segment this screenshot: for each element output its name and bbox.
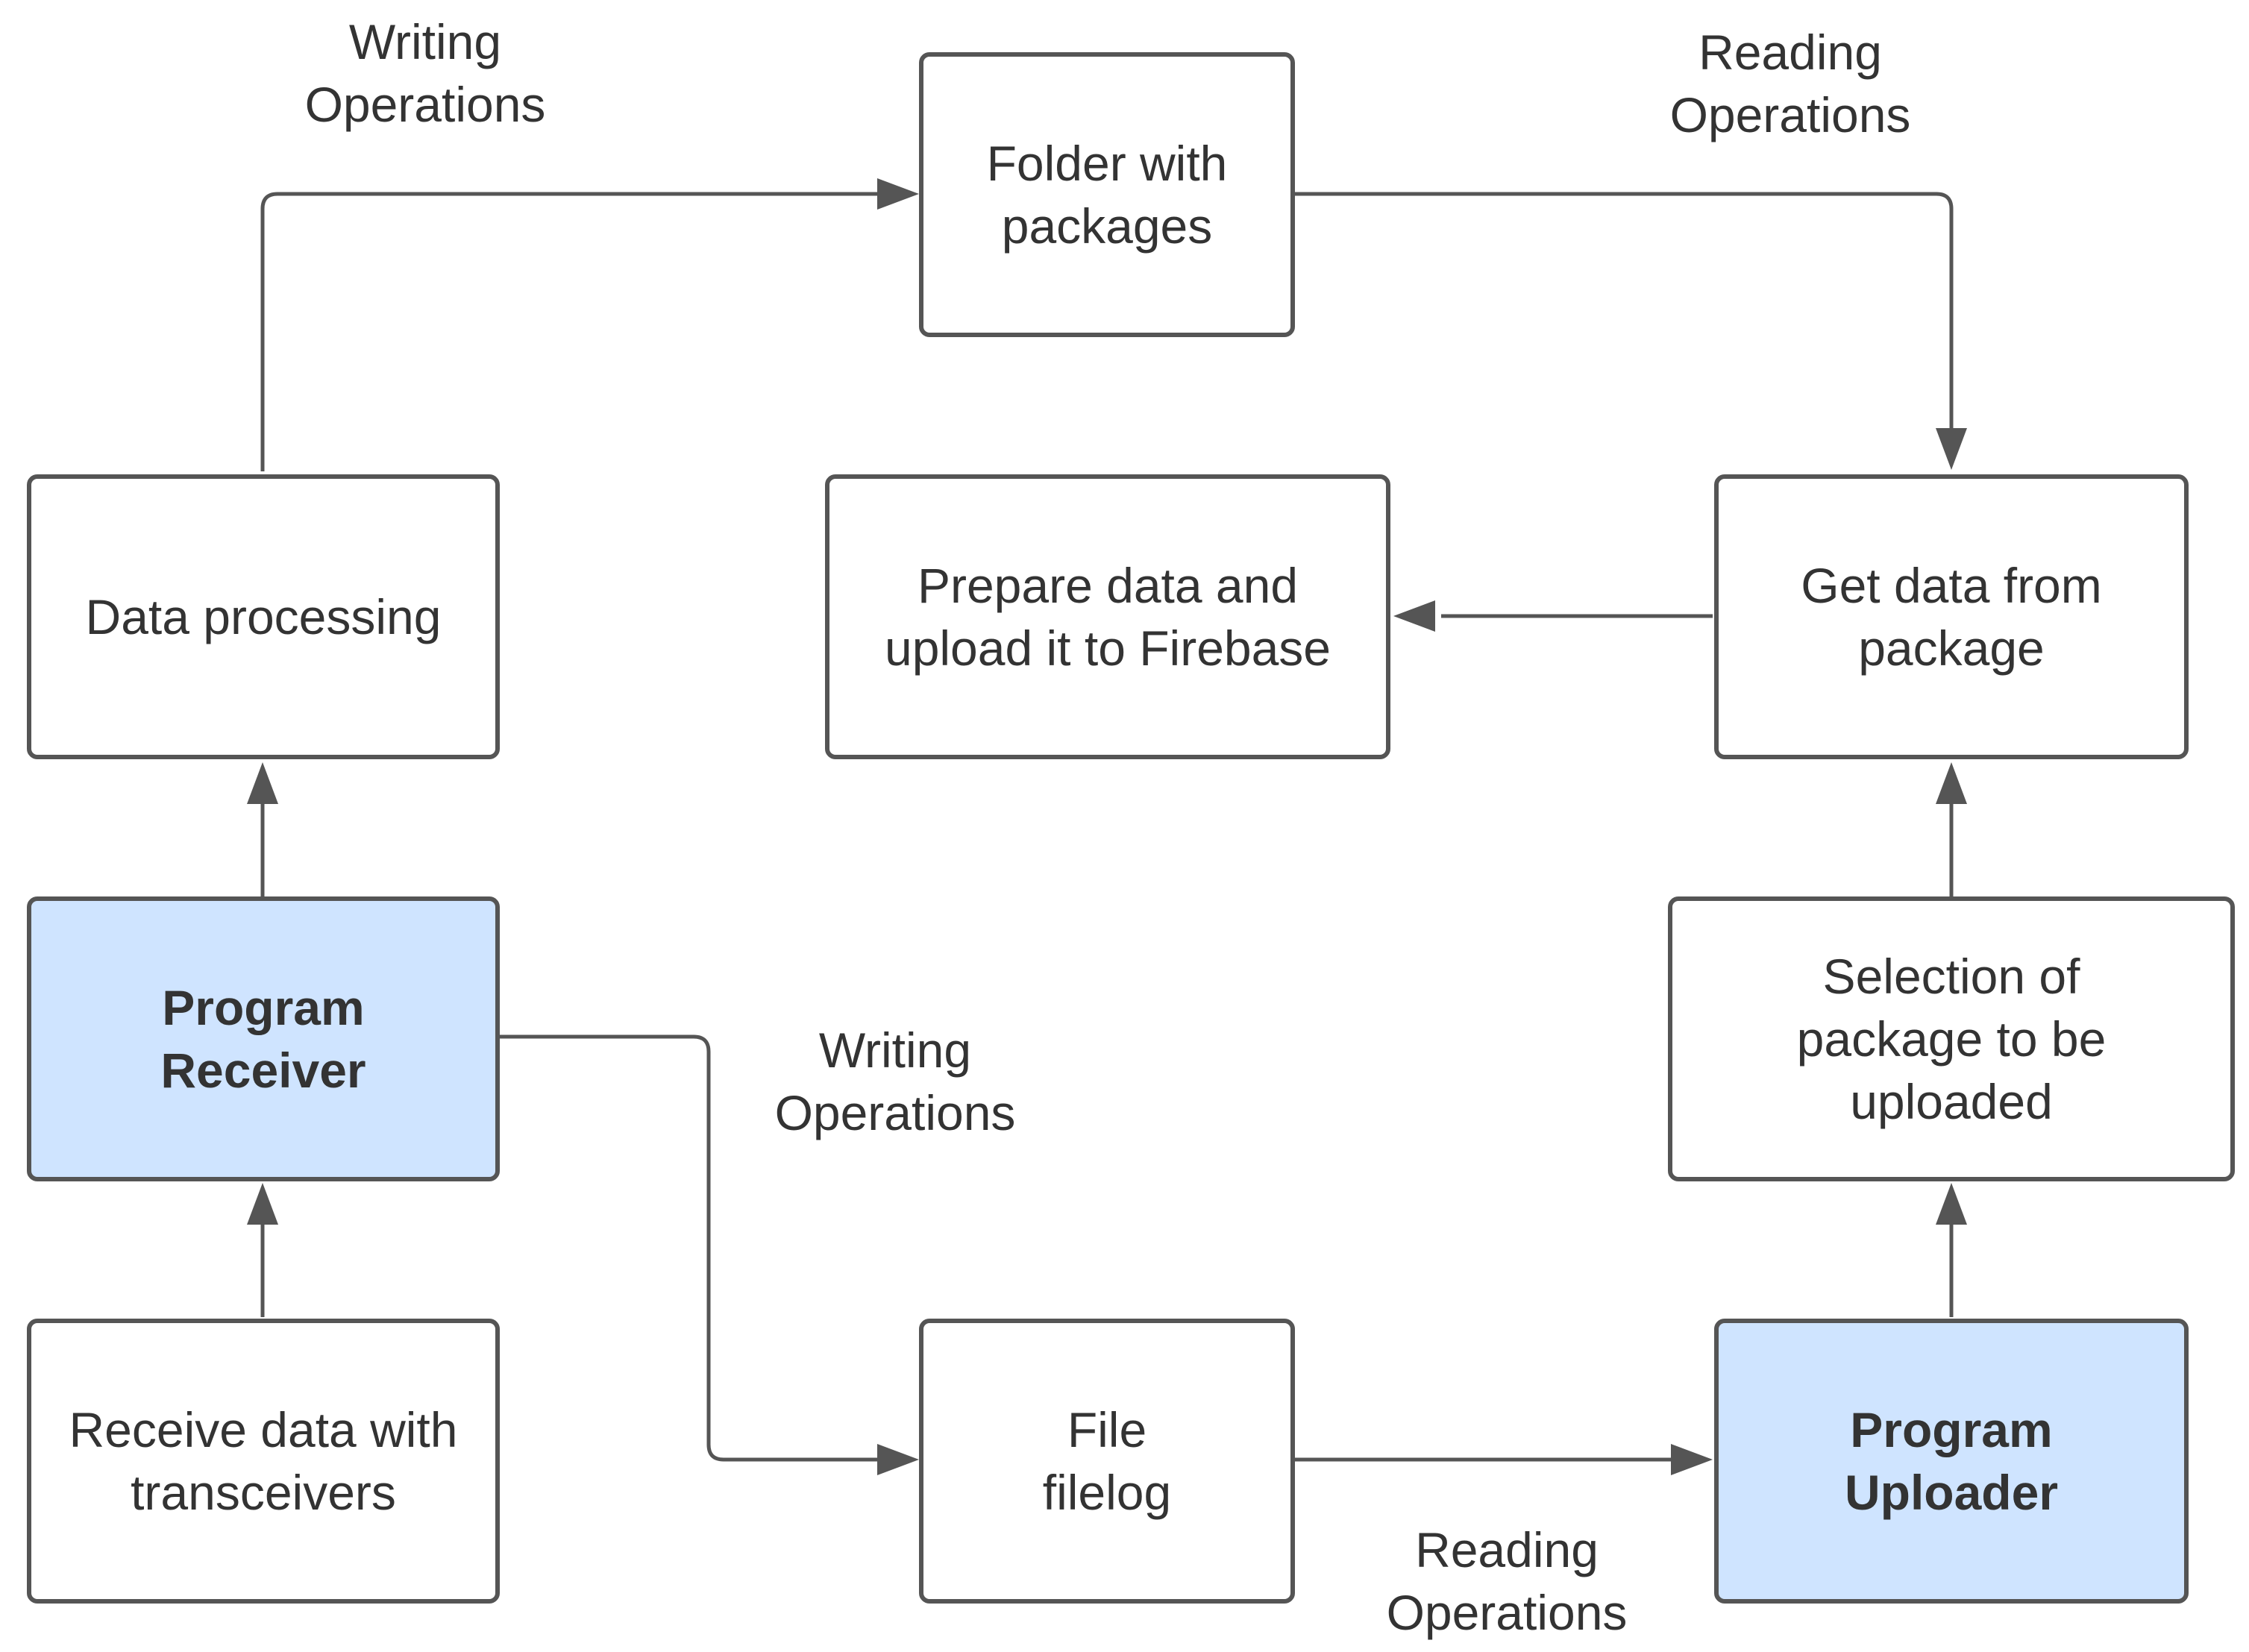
- edge-label-reading-bottom: Reading Operations: [1350, 1518, 1663, 1644]
- node-get-data-line2: package: [1858, 621, 2045, 676]
- edge-label-reading-top-line2: Operations: [1669, 87, 1911, 142]
- arrowhead-into-folder: [877, 178, 919, 210]
- arrowhead-into-receiver: [247, 1183, 278, 1225]
- node-prepare-line2: upload it to Firebase: [884, 621, 1331, 676]
- node-program-uploader: Program Uploader: [1714, 1319, 2189, 1604]
- edge-label-reading-bottom-line1: Reading: [1415, 1522, 1599, 1577]
- node-selection-of-package: Selection of package to be uploaded: [1668, 896, 2235, 1181]
- arrowhead-into-get-data-bottom: [1936, 762, 1967, 804]
- node-receiver-line2: Receiver: [160, 1043, 366, 1098]
- node-program-receiver: Program Receiver: [27, 896, 500, 1181]
- node-file-filelog: File filelog: [919, 1319, 1295, 1604]
- node-receive-data: Receive data with transceivers: [27, 1319, 500, 1604]
- node-folder-with-packages: Folder with packages: [919, 52, 1295, 337]
- node-folder-line2: packages: [1001, 198, 1213, 254]
- node-receive-line1: Receive data with: [69, 1402, 458, 1457]
- edge-label-writing-top: Writing Operations: [269, 10, 582, 136]
- node-receiver-line1: Program: [162, 980, 365, 1035]
- edge-receiver-to-filelog: [500, 1034, 880, 1462]
- edge-label-writing-mid-line2: Operations: [774, 1085, 1016, 1140]
- node-folder-line1: Folder with: [986, 136, 1228, 191]
- node-get-data-line1: Get data from: [1801, 558, 2102, 613]
- edge-label-reading-bottom-line2: Operations: [1386, 1585, 1628, 1640]
- node-uploader-line1: Program: [1850, 1402, 2053, 1457]
- edge-label-writing-mid-line1: Writing: [818, 1023, 972, 1078]
- edge-folder-to-get-data: [1295, 192, 1954, 431]
- node-prepare-and-upload: Prepare data and upload it to Firebase: [825, 474, 1390, 759]
- node-selection-line3: uploaded: [1850, 1074, 2053, 1129]
- node-data-processing: Data processing: [27, 474, 500, 759]
- arrowhead-into-filelog: [877, 1444, 919, 1475]
- node-filelog-line1: File: [1067, 1402, 1147, 1457]
- edge-processing-to-folder: [260, 192, 880, 471]
- node-prepare-line1: Prepare data and: [917, 558, 1299, 613]
- edge-label-writing-top-line2: Operations: [304, 77, 546, 132]
- edge-label-writing-top-line1: Writing: [348, 14, 502, 69]
- node-selection-line2: package to be: [1796, 1011, 2107, 1067]
- node-data-processing-line1: Data processing: [85, 589, 442, 644]
- edge-label-reading-top: Reading Operations: [1634, 21, 1947, 146]
- node-receive-line2: transceivers: [131, 1465, 396, 1520]
- arrowhead-into-prepare: [1393, 600, 1435, 632]
- node-selection-line1: Selection of: [1822, 949, 2080, 1004]
- node-get-data-from-package: Get data from package: [1714, 474, 2189, 759]
- arrowhead-into-selection: [1936, 1183, 1967, 1225]
- arrowhead-into-get-data: [1936, 428, 1967, 470]
- node-uploader-line2: Uploader: [1844, 1465, 2059, 1520]
- arrowhead-into-uploader: [1671, 1444, 1713, 1475]
- arrowhead-into-processing: [247, 762, 278, 804]
- node-filelog-line2: filelog: [1042, 1465, 1172, 1520]
- edge-label-writing-mid: Writing Operations: [738, 1019, 1052, 1144]
- edge-label-reading-top-line1: Reading: [1698, 25, 1882, 80]
